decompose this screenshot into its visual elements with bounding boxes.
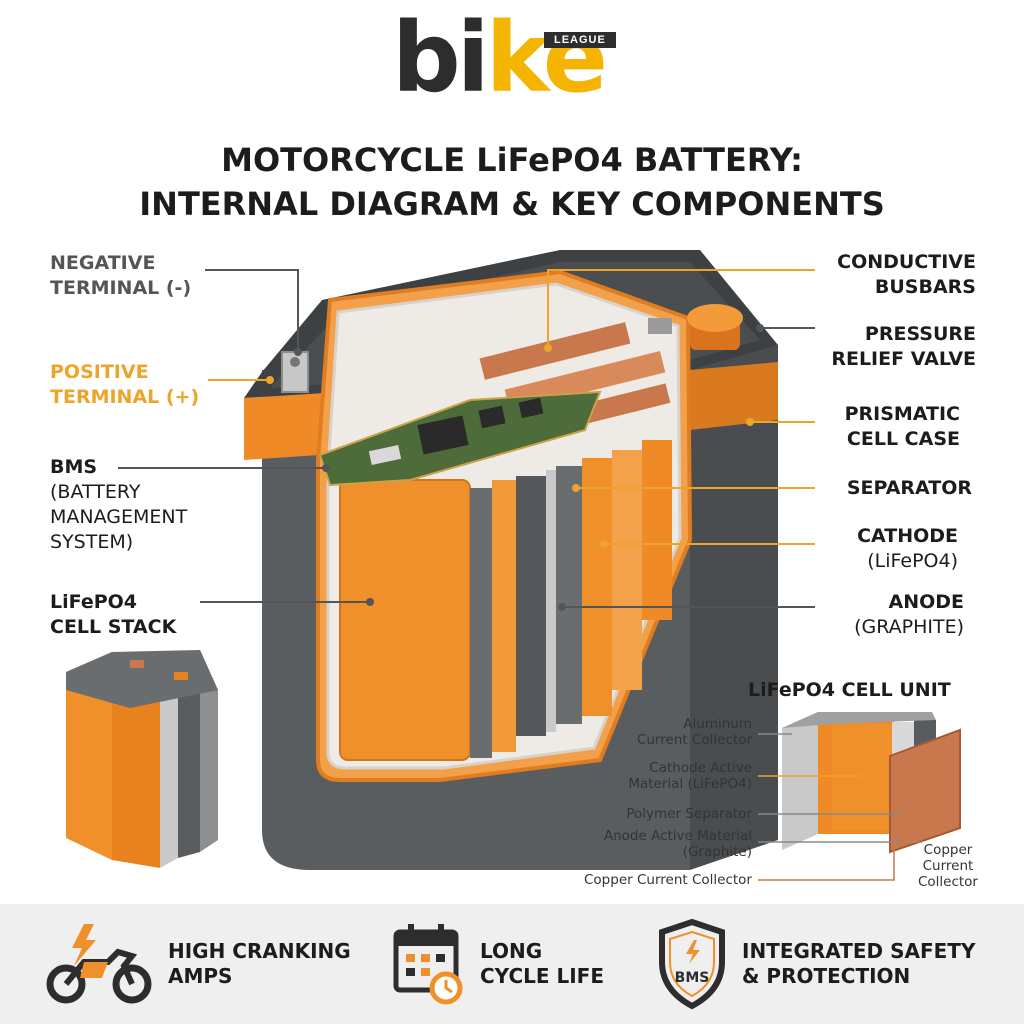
- label-prismatic-case: PRISMATIC CELL CASE: [844, 403, 960, 450]
- cell-block-large: [339, 479, 471, 761]
- feature-bar: HIGH CRANKING AMPS LONG CYCLE LIFE BMS I…: [0, 904, 1024, 1024]
- cell-label-anode-material: Anode Active Material (Graphite): [603, 828, 752, 860]
- cell-layer-orange-2: [582, 458, 612, 716]
- cell-layer-gray-1: [470, 488, 492, 758]
- bms-shield-icon: BMS: [659, 918, 725, 1010]
- svg-text:BMS: BMS: [675, 970, 710, 986]
- busbar-1: [479, 322, 631, 380]
- cell-label-aluminum: Aluminum Current Collector: [636, 716, 752, 748]
- bike-league-logo: bike LEAGUE: [392, 10, 632, 118]
- pressure-relief-valve: [687, 304, 743, 350]
- logo-word-accent: ke: [485, 2, 608, 114]
- logo-word-dark: bi: [392, 2, 490, 114]
- cell-layer-gray-3: [556, 466, 582, 724]
- label-bms: BMS (BATTERY MANAGEMENT SYSTEM): [50, 456, 188, 553]
- battery-cutaway-diagram: [66, 250, 961, 881]
- label-negative-terminal: NEGATIVE TERMINAL (-): [50, 252, 192, 299]
- leader-lines: [118, 269, 922, 881]
- cell-label-copper-collector: Copper Current Collector: [584, 872, 752, 888]
- label-cell-stack: LiFePO4 CELL STACK: [50, 591, 177, 638]
- feature-high-cranking: HIGH CRANKING AMPS: [168, 939, 351, 988]
- cell-layer-orange-1: [492, 480, 516, 752]
- cell-label-cathode-material: Cathode Active Material (LiFePO4): [628, 760, 752, 792]
- cell-layer-gray-2: [516, 476, 546, 736]
- cell-layer-orange-4: [642, 440, 672, 620]
- cell-label-polymer-separator: Polymer Separator: [626, 806, 752, 822]
- cell-unit-title: LiFePO4 CELL UNIT: [748, 679, 951, 701]
- label-busbars: CONDUCTIVE BUSBARS: [837, 251, 976, 298]
- motorcycle-lightning-icon: [46, 924, 152, 1004]
- cell-label-copper-side: Copper Current Collector: [917, 842, 978, 890]
- logo-tag: LEAGUE: [544, 32, 616, 48]
- cell-block-detail: [66, 650, 218, 868]
- feature-integrated-safety: INTEGRATED SAFETY & PROTECTION: [742, 939, 976, 988]
- label-separator: SEPARATOR: [846, 477, 972, 499]
- label-positive-terminal: POSITIVE TERMINAL (+): [50, 361, 200, 408]
- label-anode: ANODE (GRAPHITE): [854, 591, 964, 638]
- negative-terminal: [281, 351, 309, 393]
- feature-long-cycle: LONG CYCLE LIFE: [480, 939, 605, 988]
- cell-unit-diagram: [782, 712, 961, 854]
- cell-layer-orange-3: [612, 450, 642, 690]
- calendar-cycle-icon: [393, 924, 463, 1005]
- cell-layer-silver: [546, 470, 556, 732]
- page-title-line1: MOTORCYCLE LiFePO4 BATTERY:: [221, 141, 803, 179]
- cutaway-interior: [316, 269, 693, 782]
- page-title-line2: INTERNAL DIAGRAM & KEY COMPONENTS: [139, 185, 885, 223]
- label-pressure-valve: PRESSURE RELIEF VALVE: [831, 323, 976, 370]
- positive-terminal-post: [648, 318, 672, 334]
- label-cathode: CATHODE (LiFePO4): [857, 525, 958, 572]
